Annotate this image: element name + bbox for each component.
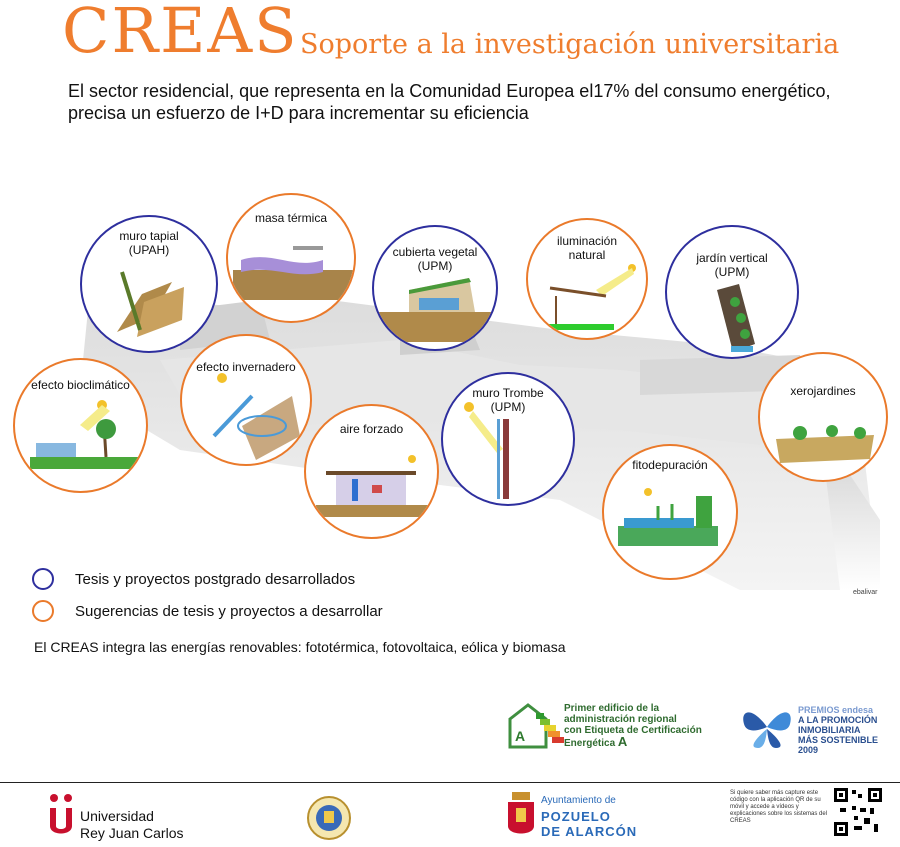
green-roof-icon xyxy=(379,278,495,342)
circle-aire-forzado[interactable]: aire forzado xyxy=(304,404,439,539)
label-line: (UPAH) xyxy=(128,243,170,257)
circle-muro-trombe[interactable]: muro Trombe (UPM) xyxy=(441,372,575,506)
trombe-wall-icon xyxy=(464,402,509,499)
certificate-text: Primer edificio de la administración reg… xyxy=(564,703,702,749)
vertical-garden-icon xyxy=(717,284,755,352)
artist-signature: ebalivar xyxy=(853,589,878,596)
label-line: fitodepuración xyxy=(632,458,708,472)
endesa-award-text: PREMIOS endesa A LA PROMOCIÓN INMOBILIAR… xyxy=(798,705,878,755)
xeriscape-icon xyxy=(776,425,874,463)
forced-air-icon xyxy=(316,455,431,517)
circle-iluminacion-natural[interactable]: iluminación natural xyxy=(526,218,648,340)
urjc-logo xyxy=(50,794,72,834)
endesa-brand: PREMIOS endesa xyxy=(798,705,874,715)
circle-masa-termica[interactable]: masa térmica xyxy=(226,193,356,323)
intro-line-1: El sector residencial, que representa en… xyxy=(68,81,831,101)
certificate-line: Energética xyxy=(564,738,616,749)
legend-orange-marker xyxy=(32,600,54,622)
intro-line-2: precisa un esfuerzo de I+D para incremen… xyxy=(68,103,529,123)
label-line: cubierta vegetal xyxy=(392,245,478,259)
certificate-line: Primer edificio de la xyxy=(564,703,660,714)
label-line: aire forzado xyxy=(339,422,404,436)
qr-code-icon[interactable] xyxy=(834,788,882,836)
creas-title: CREAS xyxy=(62,0,299,67)
legend-orange-label: Sugerencias de tesis y proyectos a desar… xyxy=(75,603,383,620)
label-line: (UPM) xyxy=(714,265,750,279)
phytodepuration-icon xyxy=(618,488,718,546)
label-line: natural xyxy=(568,248,606,262)
label-line: (UPM) xyxy=(490,400,526,414)
urjc-name: Universidad Rey Juan Carlos xyxy=(80,808,184,842)
thermal-mass-icon xyxy=(233,246,353,300)
urjc-line: Rey Juan Carlos xyxy=(80,825,184,841)
bioclimatic-icon xyxy=(30,400,140,469)
urjc-line: Universidad xyxy=(80,808,154,824)
circle-efecto-invernadero[interactable]: efecto invernadero xyxy=(180,334,312,466)
circle-fitodepuracion[interactable]: fitodepuración xyxy=(602,444,738,580)
label-line: jardín vertical xyxy=(696,251,768,265)
pozuelo-coat-of-arms xyxy=(508,792,534,834)
pozuelo-line: Ayuntamiento de xyxy=(541,795,616,806)
circle-efecto-bioclimatico[interactable]: efecto bioclimático xyxy=(13,358,148,493)
endesa-line: INMOBILIARIA xyxy=(798,725,861,735)
certificate-line: administración regional xyxy=(564,714,677,725)
label-line: efecto invernadero xyxy=(196,360,296,374)
endesa-line: MÁS SOSTENIBLE xyxy=(798,735,879,745)
pozuelo-line: POZUELO xyxy=(541,809,611,824)
university-seal xyxy=(307,796,351,840)
label-line: muro Trombe xyxy=(472,386,544,400)
label-line: iluminación xyxy=(556,234,618,248)
circle-jardin-vertical[interactable]: jardín vertical (UPM) xyxy=(665,225,799,359)
endesa-line: A LA PROMOCIÓN xyxy=(798,715,878,725)
endesa-butterfly-logo xyxy=(743,712,791,748)
pozuelo-line: DE ALARCÓN xyxy=(541,824,638,839)
intro-text: El sector residencial, que representa en… xyxy=(68,80,868,124)
qr-instructions: Si quiere saber más capture este código … xyxy=(730,790,828,824)
circle-cubierta-vegetal[interactable]: cubierta vegetal (UPM) xyxy=(372,225,498,351)
natural-light-icon xyxy=(544,264,636,330)
energy-badge-letter: A xyxy=(515,728,526,744)
pozuelo-text: Ayuntamiento de POZUELO DE ALARCÓN xyxy=(541,795,637,839)
greenhouse-icon xyxy=(212,373,300,460)
legend-blue-label: Tesis y proyectos postgrado desarrollado… xyxy=(75,571,356,588)
subtitle: Soporte a la investigación universitaria xyxy=(300,29,840,60)
energy-label-house-icon xyxy=(508,703,564,749)
rammed-earth-wall-icon xyxy=(117,271,184,337)
label-line: (UPM) xyxy=(417,259,453,273)
renewables-text: El CREAS integra las energías renovables… xyxy=(34,639,566,655)
footer-divider xyxy=(0,782,900,783)
legend-blue-marker xyxy=(32,568,54,590)
label-line: masa térmica xyxy=(254,211,328,225)
circle-muro-tapial[interactable]: muro tapial (UPAH) xyxy=(80,215,218,353)
label-line: efecto bioclimático xyxy=(31,378,130,392)
label-line: xerojardines xyxy=(790,384,856,398)
circle-xerojardines[interactable]: xerojardines xyxy=(758,352,888,482)
label-line: muro tapial xyxy=(119,229,179,243)
certificate-line: con Etiqueta de Certificación xyxy=(564,725,702,736)
certificate-grade: A xyxy=(617,734,628,749)
endesa-year: 2009 xyxy=(798,745,819,755)
